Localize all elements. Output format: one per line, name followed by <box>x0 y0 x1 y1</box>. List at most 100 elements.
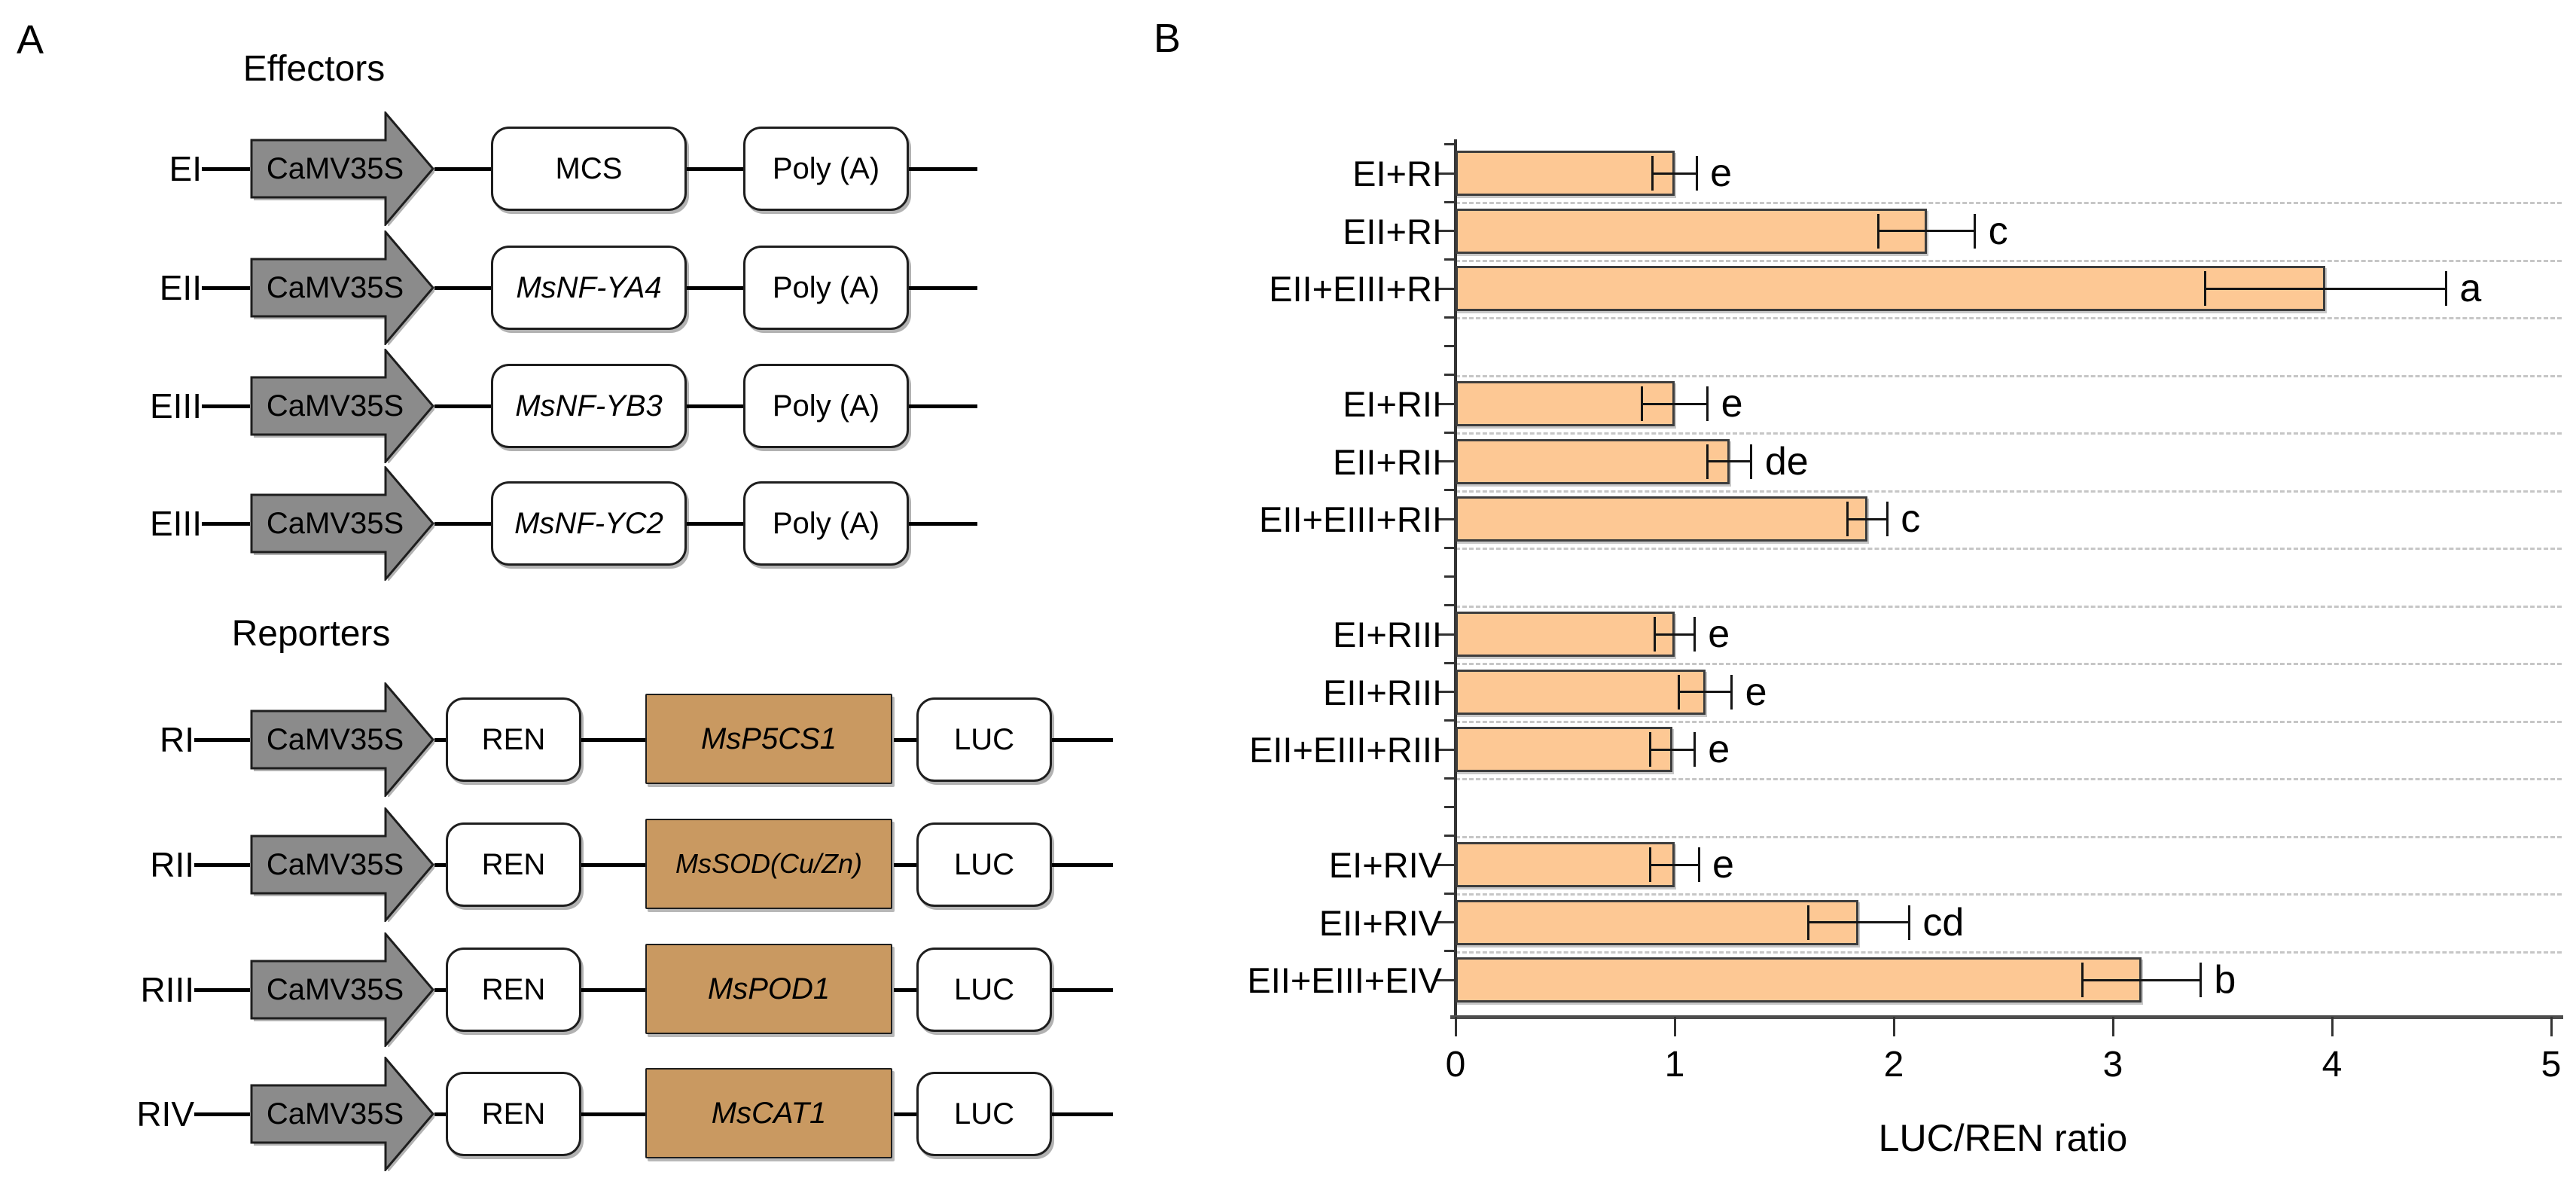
gridline <box>1456 317 2562 320</box>
promoter-label: CaMV35S <box>266 389 404 423</box>
significance-letter: cd <box>1922 900 1965 944</box>
reporter-name: RI <box>160 720 194 759</box>
x-tick <box>1673 1017 1676 1036</box>
error-bar-cap-right <box>1974 213 1977 249</box>
bar <box>1456 208 1927 254</box>
x-tick-label: 4 <box>2321 1045 2343 1085</box>
reporters-title: Reporters <box>231 614 391 654</box>
connector-line <box>909 166 977 171</box>
error-bar-cap-right <box>1730 674 1733 710</box>
connector-line <box>202 166 250 171</box>
ren-box: REN <box>446 948 581 1032</box>
luc-box: LUC <box>916 697 1052 782</box>
panel-a-label: A <box>17 17 44 63</box>
promoter-arrow-icon <box>250 464 435 583</box>
y-tick-minor <box>1444 719 1456 722</box>
connector-line <box>202 404 250 408</box>
gridline <box>1456 778 2562 781</box>
category-label: EI+RII <box>1343 384 1442 424</box>
connector-line <box>434 737 446 742</box>
luc-box: LUC <box>916 822 1052 907</box>
connector-line <box>894 987 916 992</box>
reporter-name: RIII <box>140 970 194 1009</box>
effector-name: EII <box>159 268 202 307</box>
connector-line <box>434 166 491 171</box>
x-tick <box>1454 1017 1457 1036</box>
promoter-arrow-icon <box>250 1054 435 1173</box>
connector-line <box>194 987 250 992</box>
connector-line <box>687 166 743 171</box>
error-bar-cap-left <box>1649 847 1652 882</box>
y-tick-major <box>1436 230 1456 232</box>
promoter-arrow-icon <box>250 680 435 799</box>
connector-line <box>194 1112 250 1116</box>
y-tick-major <box>1436 748 1456 751</box>
ren-box: REN <box>446 1072 581 1156</box>
error-bar-cap-right <box>1697 847 1700 882</box>
bar <box>1456 266 2326 311</box>
error-bar <box>2205 287 2446 290</box>
error-bar-cap-right <box>1693 617 1696 652</box>
connector-line <box>434 404 491 408</box>
ren-box: REN <box>446 822 581 907</box>
promoter-label: CaMV35S <box>266 151 404 185</box>
x-axis-title: LUC/REN ratio <box>1878 1117 2128 1159</box>
gridline <box>1456 374 2562 377</box>
gene-box: MCS <box>491 127 687 211</box>
connector-line <box>194 862 250 867</box>
y-tick-minor <box>1444 143 1456 146</box>
promoter-arrow <box>250 228 435 347</box>
category-label: EII+RIII <box>1322 672 1442 713</box>
y-axis-line <box>1454 139 1457 1019</box>
connector-line <box>434 285 491 290</box>
gene-box: MsNF-YA4 <box>491 246 687 330</box>
error-bar-cap-left <box>1807 905 1809 940</box>
promoter-arrow <box>250 805 435 924</box>
connector-line <box>434 987 446 992</box>
gridline <box>1456 202 2562 205</box>
gridline <box>1456 720 2562 723</box>
connector-line <box>581 737 645 742</box>
y-tick-major <box>1436 633 1456 636</box>
y-tick-minor <box>1444 431 1456 434</box>
x-tick <box>2111 1017 2114 1036</box>
y-tick-major <box>1436 863 1456 866</box>
effector-name: EIII <box>149 504 202 543</box>
bar <box>1456 151 1675 196</box>
error-bar <box>1808 921 1910 923</box>
connector-line <box>687 521 743 526</box>
error-bar-cap-right <box>2444 271 2447 306</box>
bar <box>1456 669 1706 715</box>
x-tick <box>2331 1017 2334 1036</box>
y-tick-minor <box>1444 200 1456 203</box>
connector-line <box>909 521 977 526</box>
error-bar-cap-left <box>1678 674 1681 710</box>
significance-letter: b <box>2214 958 2236 1002</box>
error-bar-cap-right <box>1695 156 1698 191</box>
error-bar-cap-left <box>1877 213 1880 249</box>
connector-line <box>894 737 916 742</box>
gridline <box>1456 490 2562 493</box>
luc-box: LUC <box>916 1072 1052 1156</box>
error-bar-cap-left <box>1640 386 1643 421</box>
significance-letter: e <box>1745 670 1767 714</box>
significance-letter: e <box>1721 382 1743 426</box>
promoter-label: CaMV35S <box>266 1097 404 1131</box>
y-tick-minor <box>1444 345 1456 347</box>
y-tick-minor <box>1444 950 1456 953</box>
category-label: EI+RI <box>1352 154 1442 194</box>
gridline <box>1456 605 2562 608</box>
connector-line <box>894 1112 916 1116</box>
error-bar-cap-right <box>1907 905 1910 940</box>
error-bar-cap-right <box>1706 386 1709 421</box>
promoter-arrow-icon <box>250 346 435 465</box>
gridline <box>1456 259 2562 262</box>
x-tick <box>1892 1017 1895 1036</box>
reporter-gene-box: MsSOD(Cu/Zn) <box>645 819 892 909</box>
connector-line <box>1052 862 1113 867</box>
promoter-label: CaMV35S <box>266 972 404 1006</box>
bar <box>1456 957 2142 1002</box>
y-tick-major <box>1436 402 1456 405</box>
x-tick <box>2550 1017 2553 1036</box>
